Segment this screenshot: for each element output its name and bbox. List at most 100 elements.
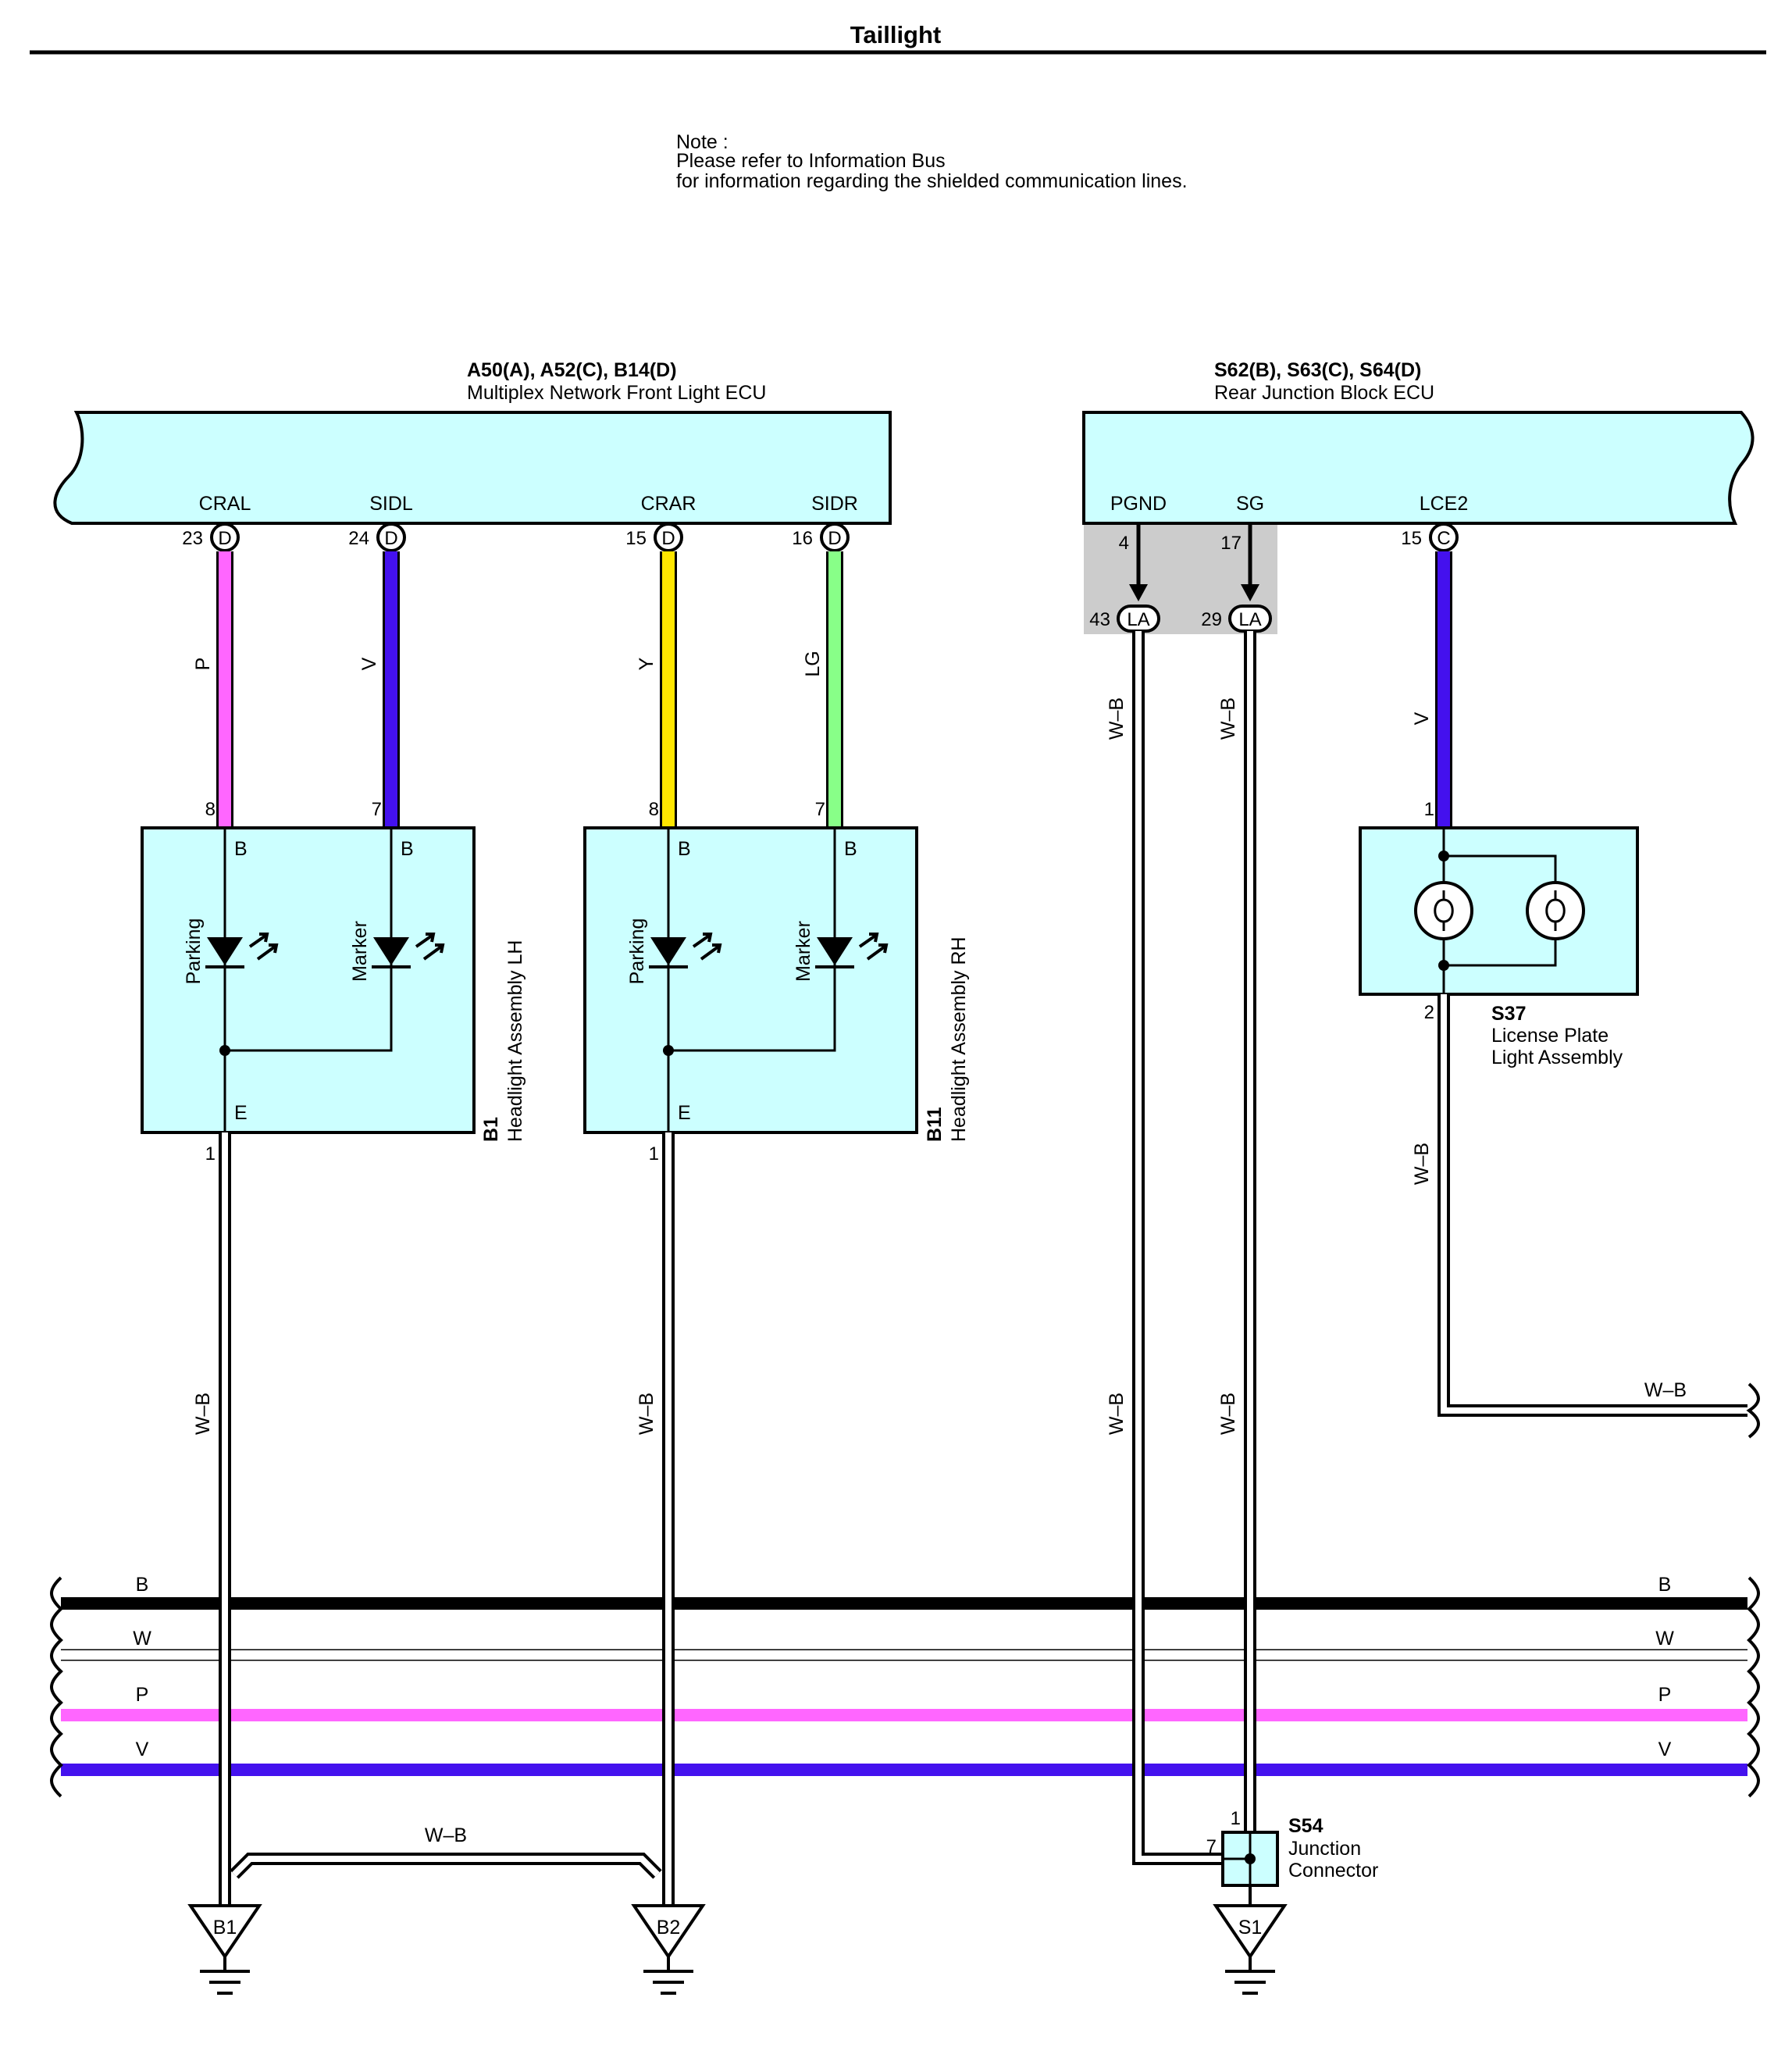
- note-line-1: Note :: [676, 131, 729, 153]
- wire-color-v: V: [358, 657, 380, 670]
- headlight-lh-pin-parking: 8: [205, 799, 216, 820]
- sg-arrow-icon: [1241, 584, 1259, 601]
- headlight-lh-term-e: E: [234, 1102, 248, 1124]
- pin-pgnd: 4: [1119, 533, 1129, 554]
- pin-sidr: 16: [792, 528, 813, 549]
- pin-cral: 23: [182, 528, 203, 549]
- ecu-rear-label-pgnd: PGND: [1110, 493, 1167, 515]
- headlight-rh-pin-parking: 8: [649, 799, 659, 820]
- connector-c-lce2: [1429, 523, 1459, 552]
- wire-color-v-lce2: V: [1411, 712, 1433, 725]
- bus-label-p-left: P: [136, 1684, 149, 1706]
- headlight-lh-pin-ground: 1: [205, 1143, 216, 1165]
- wire-color-y: Y: [636, 657, 657, 670]
- headlight-rh-id: B11: [924, 1107, 946, 1142]
- headlight-lh-marker-label: Marker: [349, 921, 371, 982]
- junction-id: S54: [1288, 1815, 1324, 1837]
- bus-label-v-right: V: [1658, 1739, 1672, 1760]
- conn-letter-lce2: C: [1437, 528, 1450, 549]
- bus: B B W W P P V V: [50, 1574, 1760, 1798]
- pin-lce2: 15: [1401, 528, 1422, 549]
- headlight-rh-term-b1: B: [678, 838, 691, 860]
- ecu-rear-label-sg: SG: [1236, 493, 1264, 515]
- license-light-pin-in: 1: [1424, 799, 1434, 820]
- ecu-rear-box: [1082, 411, 1755, 525]
- la-pin-pgnd: 43: [1089, 609, 1110, 630]
- headlight-lh-box: [141, 826, 476, 1134]
- wire-wb-lh: W–B: [192, 1393, 214, 1435]
- ecu-front-label-cral: CRAL: [199, 493, 251, 515]
- headlight-lh-internal-wiring: [223, 828, 393, 1132]
- ground-label-b2: B2: [657, 1917, 681, 1939]
- marker-led-icon: [372, 933, 445, 968]
- headlight-rh-pin-marker: 7: [815, 799, 825, 820]
- note-line-3: for information regarding the shielded c…: [676, 170, 1188, 192]
- wire-wb-pgnd-upper: W–B: [1106, 697, 1128, 740]
- ground-triangle-icon: [631, 1904, 706, 1960]
- bus-label-w-left: W: [133, 1628, 151, 1650]
- junction-connector: 1 7 S54 Junction Connector: [1206, 1808, 1378, 1906]
- headlight-lh-term-b2: B: [401, 838, 414, 860]
- headlight-lh-name: Headlight Assembly LH: [504, 940, 526, 1142]
- ground-triangle-icon: [1213, 1904, 1288, 1960]
- ecu-front-label-crar: CRAR: [641, 493, 696, 515]
- bus-label-w-right: W: [1655, 1628, 1674, 1650]
- pin-crar: 15: [625, 528, 647, 549]
- junction-pin-left: 7: [1206, 1836, 1217, 1857]
- wire-wb-rh: W–B: [636, 1393, 657, 1435]
- pin-sidl: 24: [348, 528, 369, 549]
- note-line-2: Please refer to Information Bus: [676, 150, 946, 172]
- license-plate-light: 1 2 S37 License Plate Light Assembly W–B…: [1359, 799, 1687, 1401]
- bus-break-left-icon: [50, 1576, 63, 1798]
- bulb-icon: [1414, 881, 1473, 940]
- ground-b2: B2: [631, 1904, 706, 1995]
- headlight-lh: 8 7 B B E Parking Marker B1 Headlight As…: [141, 799, 526, 1165]
- headlight-lh-id: B1: [480, 1117, 502, 1142]
- wire-wb-pgnd-lower: W–B: [1106, 1393, 1128, 1435]
- headlight-rh-name: Headlight Assembly RH: [948, 936, 970, 1142]
- ecu-front-label-sidr: SIDR: [811, 493, 858, 515]
- ecu-rear-label-lce2: LCE2: [1420, 493, 1469, 515]
- ecu-front-label-sidl: SIDL: [369, 493, 413, 515]
- conn-letter-cral: D: [218, 528, 231, 549]
- ecu-rear-name: Rear Junction Block ECU: [1214, 382, 1434, 404]
- headlight-rh-junction-dot: [663, 1045, 674, 1056]
- bus-label-v-left: V: [136, 1739, 149, 1760]
- junction-name-1: Junction: [1288, 1838, 1361, 1860]
- headlight-lh-parking-label: Parking: [183, 918, 205, 985]
- headlight-lh-junction-dot: [219, 1045, 230, 1056]
- ecu-front-box: [53, 411, 892, 525]
- ecu-front-id: A50(A), A52(C), B14(D): [467, 359, 677, 381]
- pin-sg: 17: [1220, 533, 1242, 554]
- wire-wb-ground-link: W–B: [425, 1824, 467, 1846]
- parking-led-icon: [205, 933, 279, 968]
- license-light-dot-top: [1438, 851, 1449, 861]
- note: Note : Please refer to Information Bus f…: [676, 131, 1188, 192]
- parking-led-icon: [649, 933, 722, 968]
- ground-b1: B1: [187, 1904, 262, 1995]
- ground-s1: S1: [1213, 1904, 1288, 1995]
- pgnd-arrow-icon: [1129, 584, 1148, 601]
- junction-dot: [1245, 1853, 1256, 1864]
- ground-wires: [219, 631, 1760, 1906]
- license-light-name-1: License Plate: [1491, 1025, 1609, 1047]
- conn-letter-crar: D: [661, 528, 675, 549]
- la-connectors: 4 17 LA 43 LA 29: [1089, 523, 1272, 633]
- conn-letter-sidl: D: [384, 528, 397, 549]
- ground-label-s1: S1: [1238, 1917, 1263, 1939]
- license-light-wire-right: W–B: [1644, 1379, 1687, 1401]
- bus-break-right-icon: [1747, 1576, 1760, 1798]
- wire-break-right-icon: [1746, 1382, 1760, 1439]
- ecu-rear-id: S62(B), S63(C), S64(D): [1214, 359, 1421, 381]
- page-title: Taillight: [850, 21, 942, 48]
- headlight-lh-term-b1: B: [234, 838, 248, 860]
- license-light-id: S37: [1491, 1003, 1526, 1025]
- la-letter-pgnd: LA: [1127, 609, 1149, 630]
- license-light-box: [1359, 826, 1639, 996]
- bulb-icon: [1526, 881, 1585, 940]
- headlight-rh-pin-ground: 1: [649, 1143, 659, 1165]
- wire-wb-sg-upper: W–B: [1217, 697, 1239, 740]
- ground-triangle-icon: [187, 1904, 262, 1960]
- headlight-rh-term-b2: B: [844, 838, 857, 860]
